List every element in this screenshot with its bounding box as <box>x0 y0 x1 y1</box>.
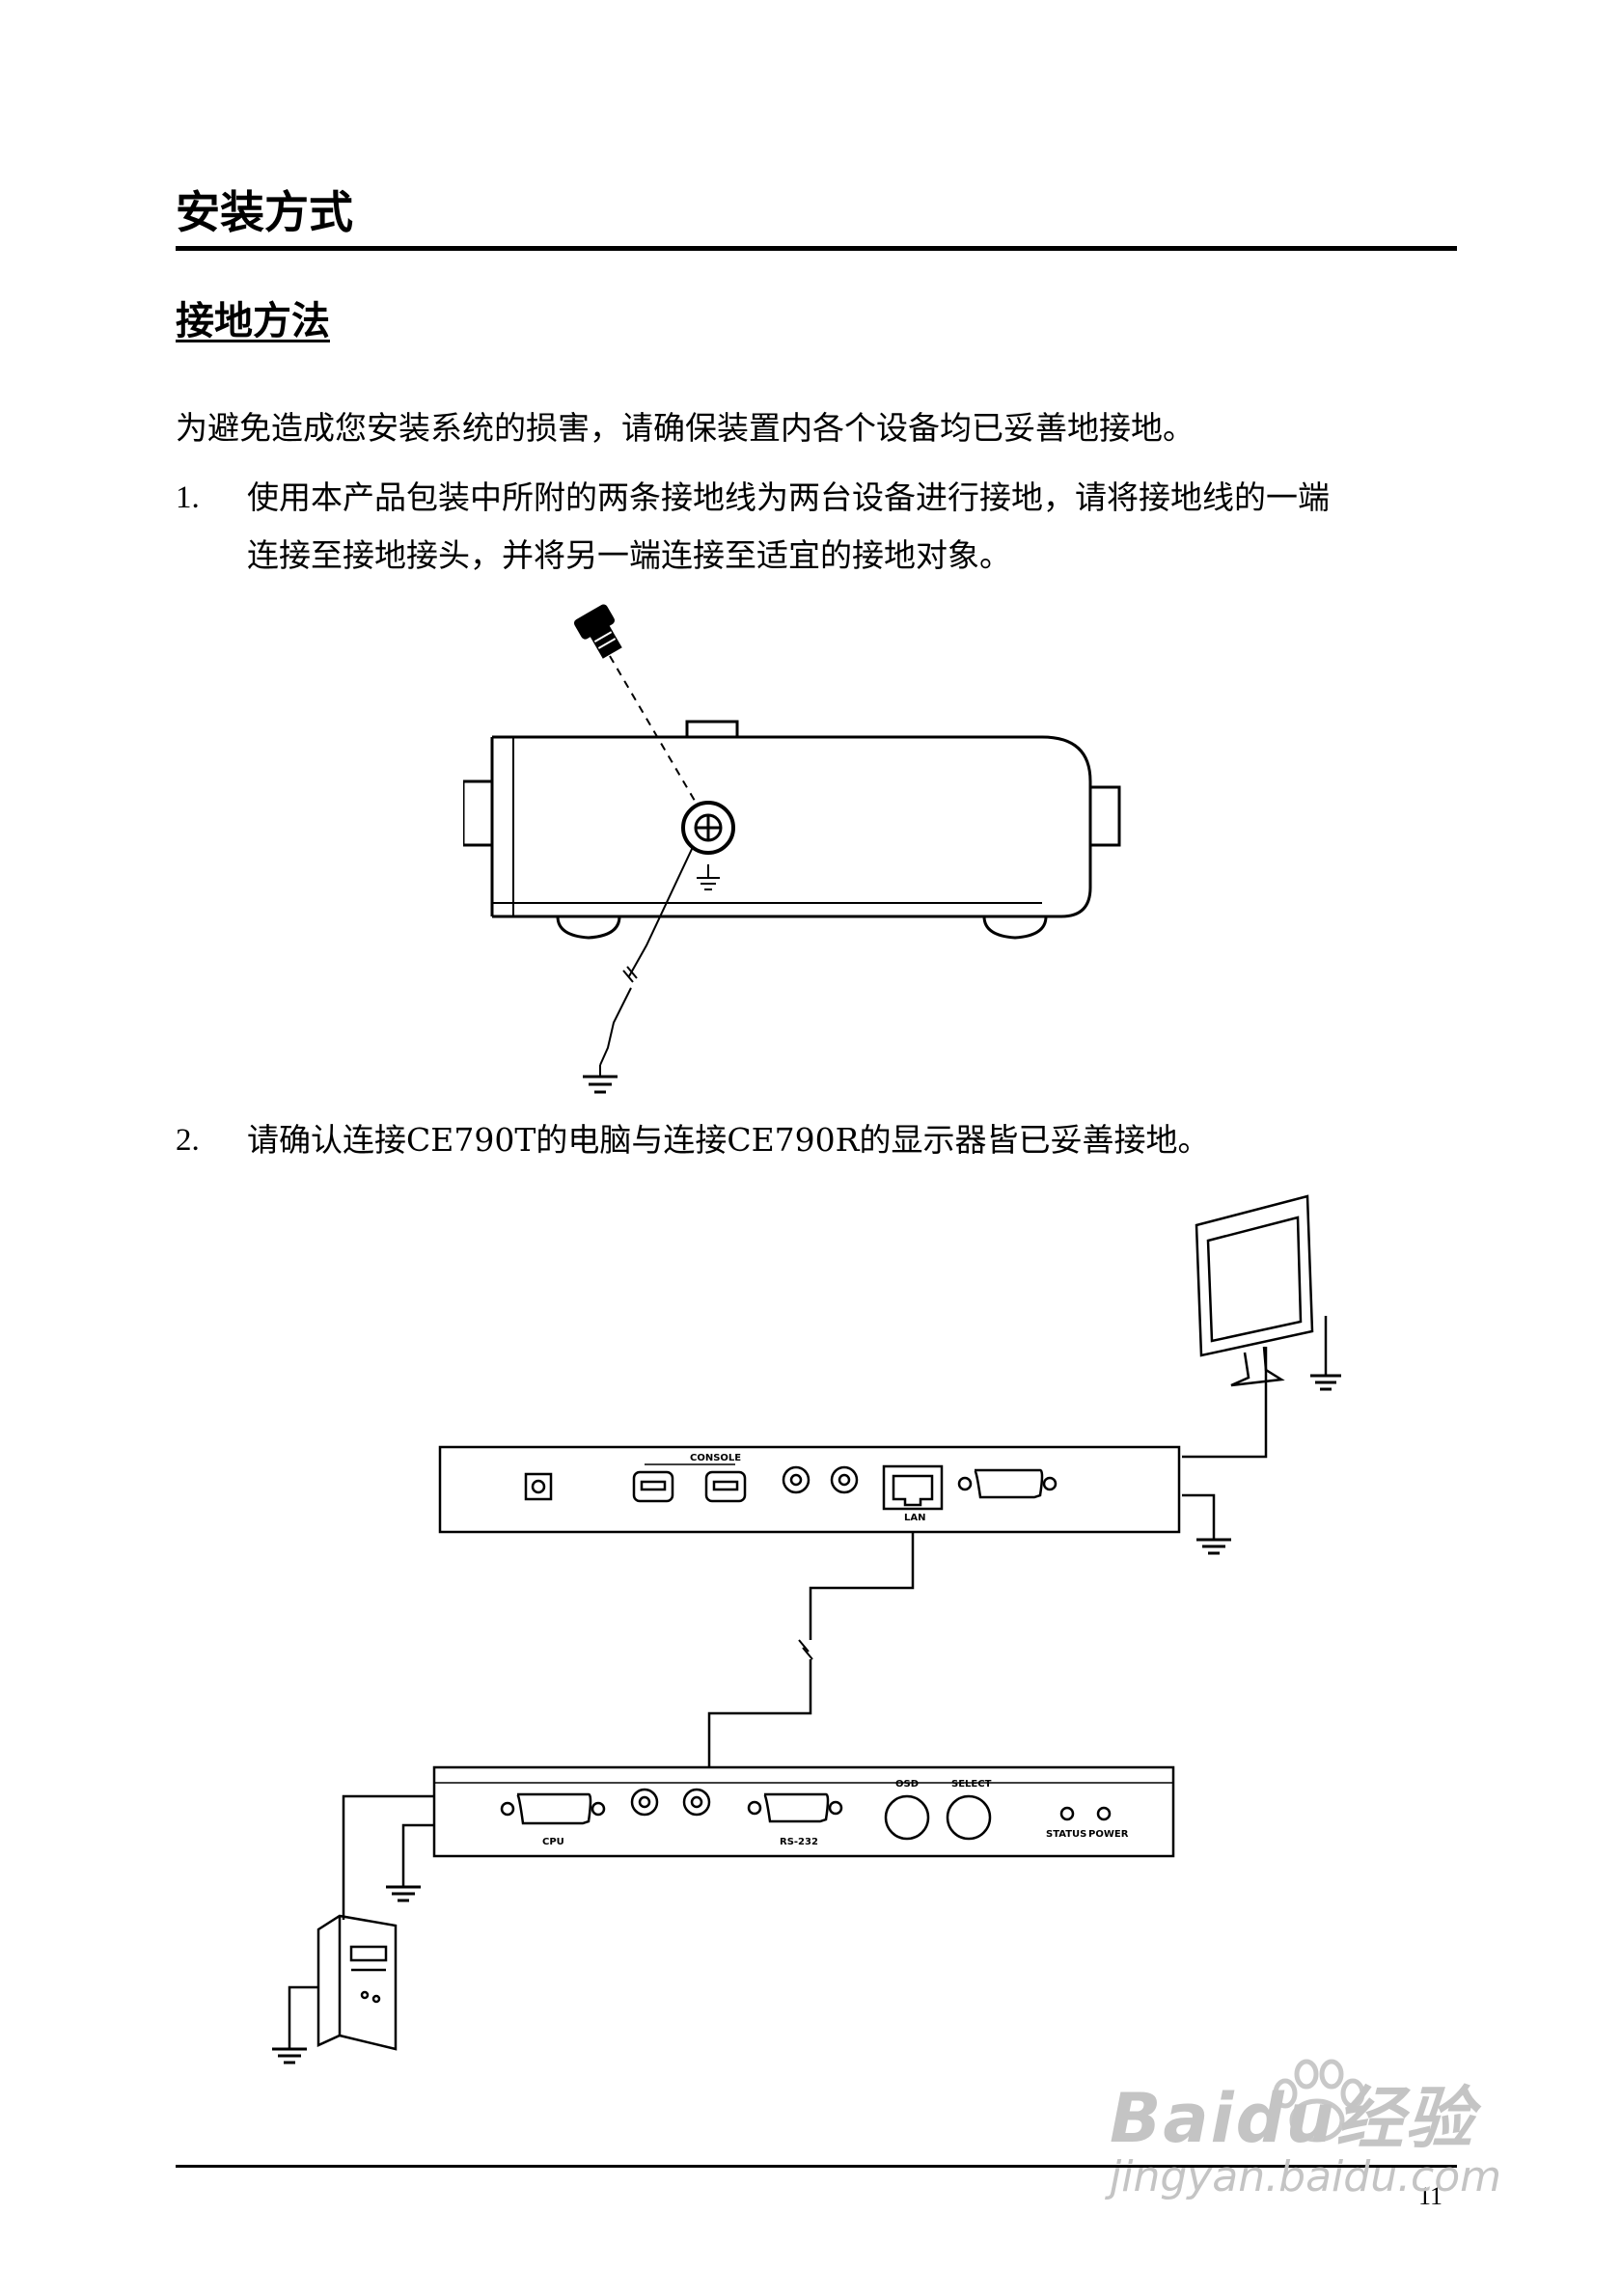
paw-watermark-icon <box>1273 2059 1365 2143</box>
ce790t-unit <box>432 1765 1175 1858</box>
step-1-line-2: 连接至接地接头，并将另一端连接至适宜的接地对象。 <box>247 536 1011 574</box>
screw-icon <box>574 604 622 659</box>
title-rule <box>176 246 1457 251</box>
label-rs232: RS-232 <box>780 1837 818 1847</box>
label-osd: OSD <box>895 1779 919 1790</box>
intro-paragraph: 为避免造成您安装系统的损害，请确保装置内各个设备均已妥善地接地。 <box>176 409 1195 447</box>
grounding-figure-2: CONSOLE LAN CPU RS-232 OSD SELECT STATUS… <box>272 1194 1341 2064</box>
label-lan: LAN <box>904 1513 925 1523</box>
step-1-number: 1. <box>176 480 200 515</box>
step-1-line-1: 使用本产品包装中所附的两条接地线为两台设备进行接地，请将接地线的一端 <box>247 478 1330 516</box>
pc-tower-icon <box>316 1914 398 2051</box>
label-select: SELECT <box>951 1779 992 1790</box>
label-status: STATUS <box>1046 1829 1086 1840</box>
ce790r-unit <box>438 1445 1181 1534</box>
label-console: CONSOLE <box>690 1453 741 1463</box>
section-title: 安装方式 <box>176 186 353 238</box>
subsection-title: 接地方法 <box>176 298 330 343</box>
watermark-main: Baidu经验 <box>1110 2079 1475 2158</box>
grounding-figure-1 <box>463 604 1121 1094</box>
monitor-icon <box>1195 1194 1314 1387</box>
baidu-watermark: Baidu经验 jingyan.baidu.com <box>1110 2084 1501 2201</box>
label-power: POWER <box>1088 1829 1129 1840</box>
step-2-line-1: 请确认连接CE790T的电脑与连接CE790R的显示器皆已妥善接地。 <box>247 1121 1210 1159</box>
watermark-sub: jingyan.baidu.com <box>1110 2152 1502 2201</box>
label-cpu: CPU <box>542 1837 564 1847</box>
page-number: 11 <box>1418 2182 1443 2210</box>
footer-rule <box>176 2165 1457 2168</box>
step-2-number: 2. <box>176 1123 200 1158</box>
